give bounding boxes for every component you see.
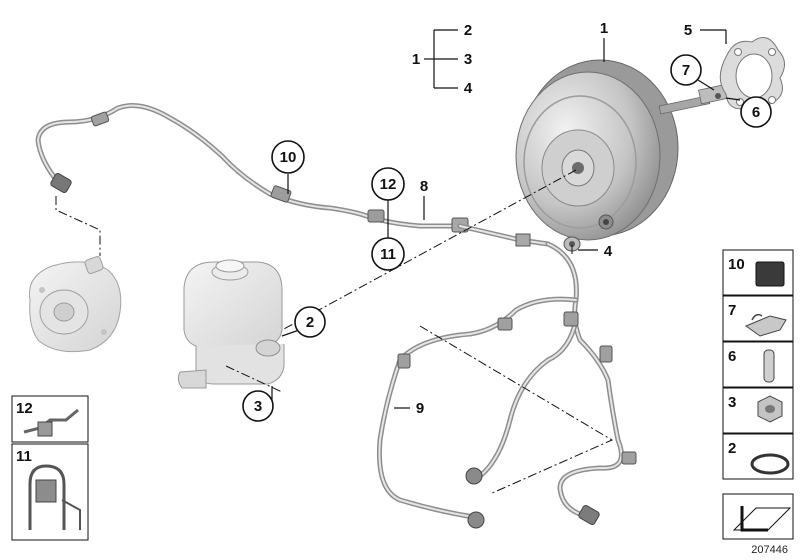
kit-parent-label: 1 (412, 51, 420, 68)
brake-pipes (376, 241, 637, 529)
callout-12: 12 (380, 176, 397, 193)
legend-left: 12 11 (11, 395, 89, 541)
legend-box-6 (722, 341, 794, 388)
legend-right: 10 7 6 3 2 (722, 249, 794, 540)
callout-4: 4 (604, 243, 613, 260)
kit-item-3: 3 (464, 51, 472, 68)
kit-item-4: 4 (464, 80, 473, 97)
master-cylinder (177, 259, 285, 389)
o-ring-icon (750, 453, 790, 475)
vacuum-hose (35, 103, 469, 233)
callout-9: 9 (416, 400, 424, 417)
callout-3: 3 (254, 398, 262, 415)
legend-label-2: 2 (728, 440, 736, 457)
callout-circle-11 (371, 237, 405, 271)
callout-circles (242, 54, 772, 422)
drawing-number: 207446 (751, 544, 788, 556)
kit-item-2: 2 (464, 22, 472, 39)
legend-label-12: 12 (16, 400, 33, 417)
hose-clamp-icon (23, 408, 79, 434)
legend-label-6: 6 (728, 348, 736, 365)
assembly-lines (55, 169, 614, 495)
callout-5: 5 (684, 22, 692, 39)
callout-circle-10 (271, 140, 305, 174)
callout-10: 10 (280, 149, 297, 166)
callout-2: 2 (306, 314, 314, 331)
callout-6: 6 (752, 104, 760, 121)
callout-circle-3 (242, 390, 274, 422)
callout-circle-2 (294, 306, 326, 338)
legend-label-11: 11 (16, 448, 32, 465)
callout-circle-7 (670, 54, 702, 86)
vacuum-pump (28, 256, 122, 353)
brake-booster (515, 59, 728, 241)
holder-icon (28, 464, 66, 530)
callout-1: 1 (600, 20, 608, 37)
callout-11: 11 (380, 246, 396, 263)
callout-8: 8 (420, 178, 428, 195)
foam-pad-icon (755, 261, 785, 287)
legend-label-7: 7 (728, 302, 736, 319)
callout-7: 7 (682, 62, 690, 79)
callout-labels: 1 5 7 6 4 8 12 11 10 2 3 9 1 2 3 4 (254, 20, 760, 417)
booster-gasket (719, 37, 785, 113)
clip-icon (744, 315, 787, 337)
callout-circle-6 (740, 96, 772, 128)
legend-label-10: 10 (728, 256, 745, 273)
legend-label-3: 3 (728, 394, 736, 411)
pin-icon (763, 349, 775, 383)
callout-circle-12 (371, 167, 405, 201)
leader-lines (271, 29, 741, 409)
